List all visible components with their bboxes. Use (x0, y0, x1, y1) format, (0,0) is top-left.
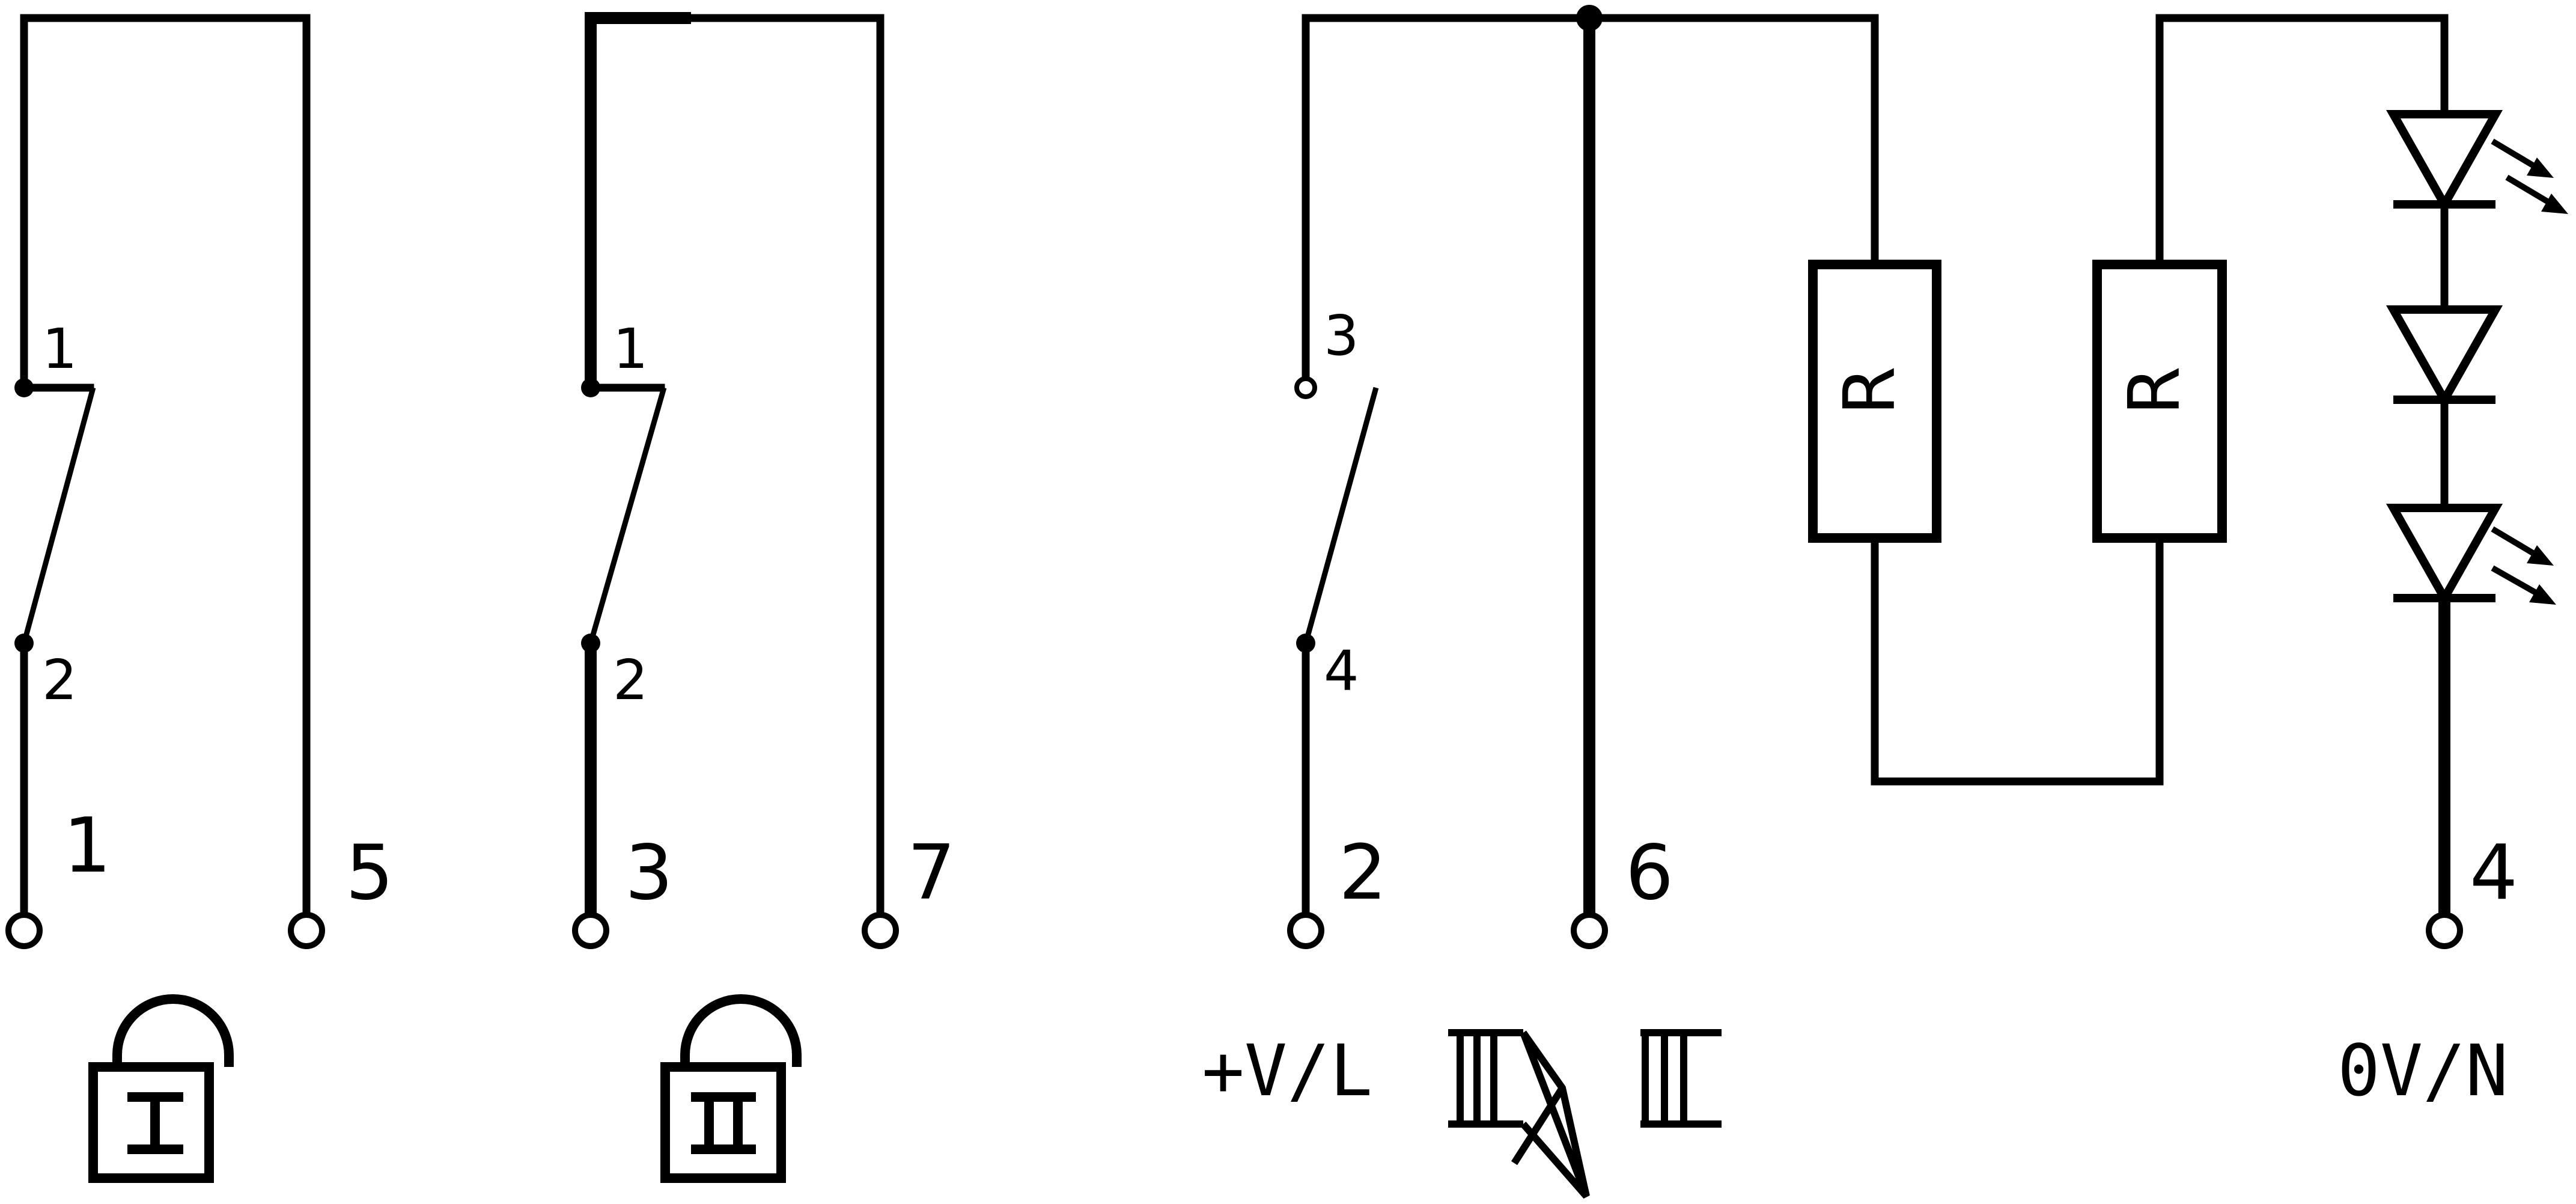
switch-ii-contact-1-node (581, 378, 600, 397)
switch-ii-left-wire (585, 12, 691, 394)
switch-ii-loop-wire (681, 14, 885, 921)
resistor-2 (2092, 260, 2227, 543)
terminal-2 (1287, 912, 1324, 949)
padlock-shackle (112, 994, 234, 1067)
terminal-1-label: 1 (63, 801, 111, 890)
light-emission-arrow-icon (2527, 545, 2554, 566)
switch-i-contact-1-node (14, 378, 34, 397)
terminal-7-label: 7 (907, 828, 955, 917)
padlock-shackle (680, 994, 802, 1067)
terminal-4 (2426, 912, 2463, 949)
led-1 (2386, 110, 2568, 214)
bridge-icon (1640, 1029, 1722, 1128)
switch-contact-3-node (1294, 376, 1317, 399)
switch-i-contact-1-label: 1 (42, 317, 78, 381)
contact-4-label: 4 (1324, 639, 1359, 703)
resistor-2-label: R (2113, 366, 2196, 415)
light-emission-arrow-icon (2529, 584, 2556, 605)
terminal-6 (1571, 912, 1608, 949)
terminal-4-label: 4 (2470, 828, 2518, 917)
padlock-body (660, 1062, 786, 1183)
lock-marking-i-icon (127, 1092, 183, 1154)
switch-i-loop-wire (20, 14, 311, 921)
led-1-triangle (2386, 110, 2503, 213)
led-2-triangle (2386, 305, 2503, 409)
padlock-icon (88, 994, 234, 1183)
contact-3-label: 3 (1324, 304, 1359, 368)
supply-positive-label: +V/L (1202, 1029, 1372, 1112)
lock-marking-ii-icon (691, 1092, 756, 1154)
switch-ii-circuit: 1 2 3 7 (572, 12, 955, 1183)
switch-i-contact-2-label: 2 (42, 648, 78, 712)
terminal-7 (862, 912, 899, 949)
switch-ii-lever (588, 387, 667, 644)
switch-ii-contact-2-label: 2 (613, 648, 648, 712)
supply-negative-label: 0V/N (2337, 1029, 2508, 1112)
resistor-1-label: R (1828, 366, 1911, 415)
terminal-3-label: 3 (625, 828, 673, 917)
led-3-triangle (2386, 504, 2503, 607)
terminal-5-label: 5 (346, 828, 394, 917)
switch-i-lever (21, 387, 96, 644)
indicator-circuit: 3 4 R R (1202, 5, 2568, 1199)
bridge-position-icon (1448, 1029, 1590, 1199)
terminal-3 (572, 912, 609, 949)
terminal-2-label: 2 (1339, 828, 1387, 917)
switch-i-circuit: 1 2 1 5 (5, 14, 394, 1183)
switch-ii-contact-1-label: 1 (613, 317, 648, 381)
resistor-link-wire (1871, 534, 2164, 786)
padlock-icon (660, 994, 802, 1183)
switch-3-4-lever (1303, 387, 1379, 644)
led-3 (2386, 504, 2556, 607)
terminal-1 (5, 912, 43, 949)
light-emission-arrow-icon (2541, 194, 2568, 214)
led-feed-wire (2155, 14, 2449, 269)
light-emission-arrow-icon (2527, 157, 2554, 178)
terminal-6-label: 6 (1625, 828, 1673, 917)
led-2 (2386, 305, 2503, 409)
terminal-5 (288, 912, 325, 949)
